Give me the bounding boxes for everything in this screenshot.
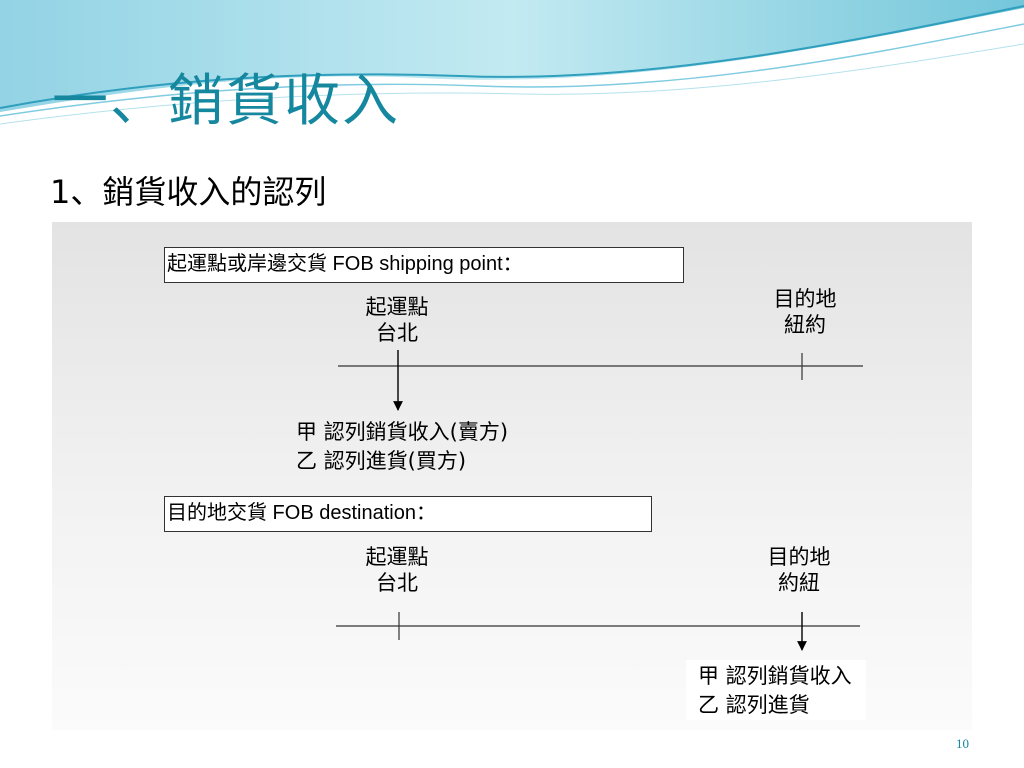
note-buyer: 乙 認列進貨 bbox=[698, 693, 810, 717]
origin-label-destination: 起運點 台北 bbox=[342, 544, 452, 596]
wave-line-2 bbox=[0, 23, 1024, 117]
note-seller: 甲 認列銷貨收入(賣方) bbox=[296, 420, 509, 444]
page-number: 10 bbox=[956, 736, 969, 751]
header-fob-shipping-point: 起運點或岸邊交貨 FOB shipping point： bbox=[164, 247, 684, 283]
notes-shipping: 甲 認列銷貨收入(賣方) 乙 認列進貨(買方) bbox=[296, 418, 508, 476]
slide-subtitle: 1、銷貨收入的認列 bbox=[50, 173, 327, 211]
header-fob-destination-text: 目的地交貨 FOB destination： bbox=[167, 502, 436, 524]
wave-line-3 bbox=[0, 43, 1024, 125]
destination-label-destination: 目的地 約紐 bbox=[744, 544, 854, 596]
origin-line1: 起運點 bbox=[365, 545, 429, 569]
header-fob-shipping-point-text: 起運點或岸邊交貨 FOB shipping point： bbox=[167, 253, 523, 275]
slide-title: 一、銷貨收入 bbox=[52, 69, 400, 134]
origin-line1: 起運點 bbox=[365, 295, 429, 319]
origin-label-shipping: 起運點 台北 bbox=[342, 294, 452, 346]
destination-line2: 約紐 bbox=[778, 571, 820, 595]
header-fob-destination: 目的地交貨 FOB destination： bbox=[164, 496, 652, 532]
header-wave-decoration bbox=[0, 0, 1024, 125]
origin-line2: 台北 bbox=[376, 571, 418, 595]
destination-line2: 紐約 bbox=[784, 313, 826, 337]
wave-fill bbox=[0, 0, 1024, 112]
destination-label-shipping: 目的地 紐約 bbox=[750, 286, 860, 338]
diagram-panel: 起運點或岸邊交貨 FOB shipping point： 起運點 台北 目的地 … bbox=[52, 222, 972, 730]
note-buyer: 乙 認列進貨(買方) bbox=[296, 449, 467, 473]
diagram-lines bbox=[336, 350, 863, 651]
destination-line1: 目的地 bbox=[767, 545, 831, 569]
note-seller: 甲 認列銷貨收入 bbox=[698, 664, 852, 688]
wave-line-1 bbox=[0, 5, 1024, 109]
destination-line1: 目的地 bbox=[773, 287, 837, 311]
notes-destination: 甲 認列銷貨收入 乙 認列進貨 bbox=[686, 660, 866, 720]
origin-line2: 台北 bbox=[376, 321, 418, 345]
